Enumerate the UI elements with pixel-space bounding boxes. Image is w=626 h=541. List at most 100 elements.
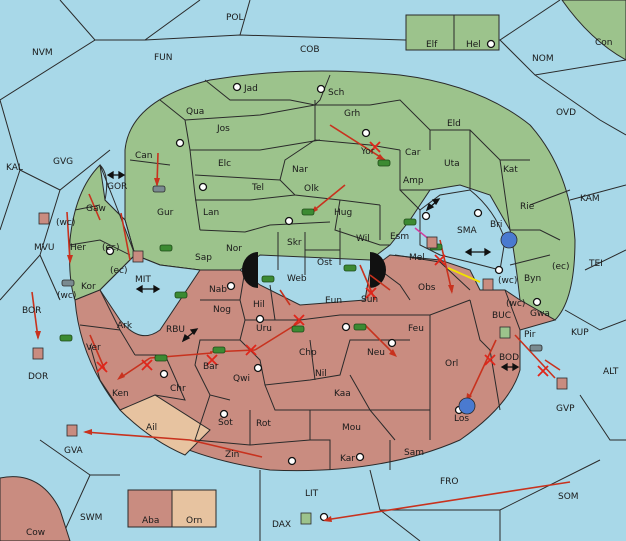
label-gwa: Gwa: [530, 309, 550, 319]
label-gor: GOR: [107, 182, 127, 192]
label-hil: Hil: [253, 300, 265, 310]
label-yor: Yor: [360, 147, 375, 157]
label-sun: Sun: [361, 295, 378, 305]
label-ark: Ark: [117, 321, 133, 331]
label-cob: COB: [300, 45, 320, 55]
coast-tag: (wc): [57, 291, 76, 301]
label-wil: Wil: [356, 234, 370, 244]
label-uta: Uta: [444, 159, 460, 169]
label-ost: Ost: [317, 258, 333, 268]
label-mel: Mel: [409, 253, 425, 263]
sea-mit-rbu[interactable]: [99, 254, 201, 337]
label-pol: POL: [226, 13, 244, 23]
label-gva: GVA: [64, 446, 84, 456]
label-fun: FUN: [154, 53, 173, 63]
label-orn: Orn: [186, 516, 202, 526]
province-labels: POL NVM FUN COB Elf Hel Con NOM OVD KAL …: [6, 13, 619, 538]
label-nog: Nog: [213, 305, 231, 315]
label-olk: Olk: [304, 184, 320, 194]
label-nab: Nab: [209, 285, 227, 295]
label-kat: Kat: [503, 165, 518, 175]
label-obs: Obs: [418, 283, 436, 293]
label-zin: Zin: [225, 450, 239, 460]
label-cow: Cow: [26, 528, 45, 538]
label-bri: Bri: [490, 220, 502, 230]
label-bar: Bar: [203, 362, 219, 372]
label-skr: Skr: [287, 238, 302, 248]
label-gvg: GVG: [53, 157, 73, 167]
label-rot: Rot: [256, 419, 271, 429]
label-fro: FRO: [440, 477, 459, 487]
label-eld: Eld: [447, 119, 461, 129]
label-kam: KAM: [580, 194, 600, 204]
coast-tag: (wc): [56, 218, 75, 228]
label-som: SOM: [558, 492, 579, 502]
label-dor: DOR: [28, 372, 48, 382]
label-gur: Gur: [157, 208, 174, 218]
label-esm: Esm: [390, 232, 409, 242]
label-web: Web: [287, 274, 307, 284]
label-aba: Aba: [142, 516, 159, 526]
label-bod: BOD: [499, 353, 519, 363]
label-elc: Elc: [218, 159, 231, 169]
label-ovd: OVD: [556, 108, 576, 118]
label-hug: Hug: [334, 208, 352, 218]
label-byn: Byn: [524, 274, 541, 284]
support-line: [447, 267, 481, 283]
label-swm: SWM: [80, 513, 102, 523]
label-nar: Nar: [292, 165, 308, 175]
label-jad: Jad: [243, 84, 258, 94]
label-eun: Eun: [325, 296, 342, 306]
label-neu: Neu: [367, 348, 385, 358]
blocker-west: [242, 252, 258, 288]
label-rbu: RBU: [166, 325, 185, 335]
label-los: Los: [454, 414, 469, 424]
coast-tag: (wc): [506, 299, 525, 309]
label-sam: Sam: [404, 448, 424, 458]
label-lan: Lan: [203, 208, 219, 218]
label-con: Con: [595, 38, 613, 48]
army-units: [59, 159, 443, 362]
province-aba[interactable]: [127, 489, 173, 528]
label-mou: Mou: [342, 423, 361, 433]
label-kor: Kor: [81, 282, 96, 292]
internal-borders-north: [69, 74, 571, 275]
label-mvu: MVU: [34, 243, 55, 253]
label-chr: Chr: [170, 384, 186, 394]
label-qua: Qua: [186, 107, 204, 117]
label-pir: Pir: [524, 330, 536, 340]
label-ail: Ail: [146, 423, 157, 433]
label-uru: Uru: [256, 324, 272, 334]
label-buc: BUC: [492, 311, 511, 321]
label-nor: Nor: [226, 244, 242, 254]
label-sma: SMA: [457, 226, 477, 236]
label-rie: Rie: [520, 202, 535, 212]
arrow-heads: [35, 154, 472, 522]
label-lit: LIT: [305, 489, 319, 499]
label-tei: TEI: [588, 259, 603, 269]
province-cow[interactable]: [0, 476, 71, 541]
coast-tag: (wc): [498, 276, 517, 286]
label-tel: Tel: [251, 183, 264, 193]
label-ver: Ver: [86, 343, 101, 353]
province-elf[interactable]: [405, 14, 455, 51]
label-kup: KUP: [571, 328, 589, 338]
label-chp: Chp: [299, 348, 317, 358]
label-mit: MIT: [135, 275, 151, 285]
label-kal: KAL: [6, 163, 23, 173]
fleet-units: [61, 185, 543, 352]
label-kar: Kar: [340, 454, 355, 464]
dislodge-marks: [96, 141, 549, 377]
label-car: Car: [405, 148, 421, 158]
label-orl: Orl: [445, 359, 458, 369]
label-grh: Grh: [344, 109, 360, 119]
label-nom: NOM: [532, 54, 554, 64]
province-orn[interactable]: [171, 489, 217, 528]
label-gvp: GVP: [556, 404, 575, 414]
label-bor: BOR: [22, 306, 41, 316]
label-ken: Ken: [112, 389, 129, 399]
label-sot: Sot: [218, 418, 233, 428]
label-alt: ALT: [603, 367, 619, 377]
